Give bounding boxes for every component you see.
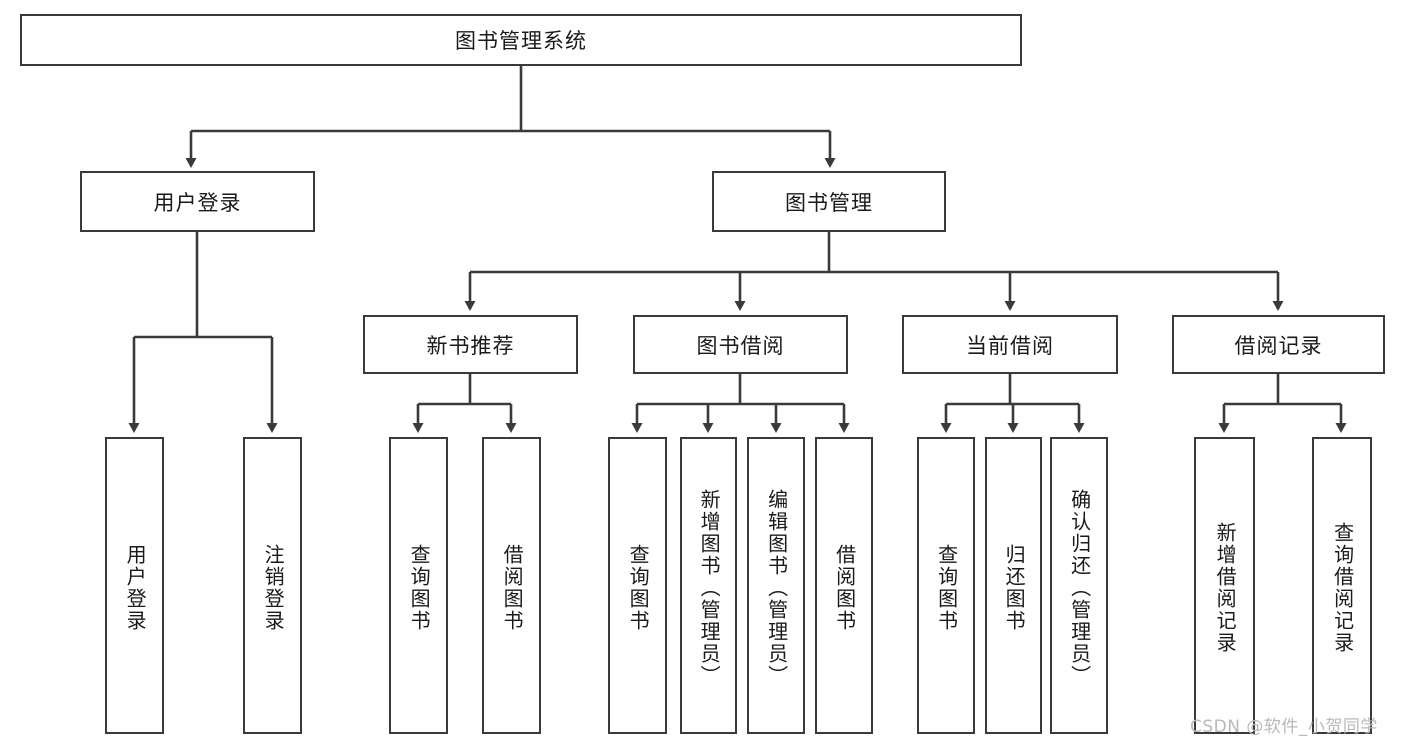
node-user-login-label: 用户登录 — [153, 190, 242, 215]
node-leaf-borrow-book[interactable]: 借阅图书 — [815, 437, 873, 734]
node-leaf-user-login[interactable]: 用户登录 — [105, 437, 164, 734]
node-leaf-query-borrow-record[interactable]: 查询借阅记录 — [1312, 437, 1372, 734]
node-leaf-add-book-admin[interactable]: 新增图书（管理员） — [680, 437, 737, 734]
node-leaf-edit-book-admin[interactable]: 编辑图书（管理员） — [747, 437, 805, 734]
node-leaf-borrow-book-recommend[interactable]: 借阅图书 — [482, 437, 541, 734]
node-leaf-query-book-current-label: 查询图书 — [934, 543, 959, 632]
node-leaf-edit-book-admin-label: 编辑图书（管理员） — [764, 488, 789, 687]
node-leaf-query-book-recommend[interactable]: 查询图书 — [389, 437, 448, 734]
node-leaf-borrow-book-label: 借阅图书 — [832, 543, 857, 632]
node-leaf-confirm-return-admin-label: 确认归还（管理员） — [1067, 488, 1092, 687]
node-leaf-borrow-book-recommend-label: 借阅图书 — [500, 543, 525, 632]
node-book-borrow-label: 图书借阅 — [696, 333, 785, 358]
node-root-label: 图书管理系统 — [455, 29, 587, 53]
node-leaf-query-book-recommend-label: 查询图书 — [407, 543, 432, 632]
node-leaf-query-borrow-record-label: 查询借阅记录 — [1330, 521, 1355, 654]
node-current-borrow[interactable]: 当前借阅 — [902, 315, 1118, 374]
node-user-login[interactable]: 用户登录 — [80, 171, 315, 232]
node-leaf-add-book-admin-label: 新增图书（管理员） — [697, 488, 722, 687]
node-leaf-query-book-borrow[interactable]: 查询图书 — [608, 437, 667, 734]
node-root[interactable]: 图书管理系统 — [20, 14, 1022, 66]
node-leaf-add-borrow-record[interactable]: 新增借阅记录 — [1194, 437, 1255, 734]
node-new-book-recommend-label: 新书推荐 — [426, 333, 515, 358]
node-book-management-label: 图书管理 — [785, 190, 873, 215]
node-leaf-query-book-current[interactable]: 查询图书 — [917, 437, 975, 734]
node-leaf-add-borrow-record-label: 新增借阅记录 — [1213, 521, 1238, 654]
csdn-watermark: CSDN @软件_小贺同学 — [1190, 717, 1378, 737]
node-book-borrow[interactable]: 图书借阅 — [633, 315, 848, 374]
node-leaf-logout-label: 注销登录 — [261, 543, 286, 632]
node-leaf-return-book-label: 归还图书 — [1002, 543, 1027, 632]
node-leaf-logout[interactable]: 注销登录 — [243, 437, 302, 734]
node-leaf-confirm-return-admin[interactable]: 确认归还（管理员） — [1050, 437, 1108, 734]
node-borrow-record[interactable]: 借阅记录 — [1172, 315, 1385, 374]
node-leaf-return-book[interactable]: 归还图书 — [985, 437, 1042, 734]
node-leaf-user-login-label: 用户登录 — [123, 543, 148, 632]
node-new-book-recommend[interactable]: 新书推荐 — [363, 315, 578, 374]
node-leaf-query-book-borrow-label: 查询图书 — [626, 543, 651, 632]
node-current-borrow-label: 当前借阅 — [966, 333, 1054, 358]
node-book-management[interactable]: 图书管理 — [712, 171, 946, 232]
node-borrow-record-label: 借阅记录 — [1234, 333, 1323, 358]
